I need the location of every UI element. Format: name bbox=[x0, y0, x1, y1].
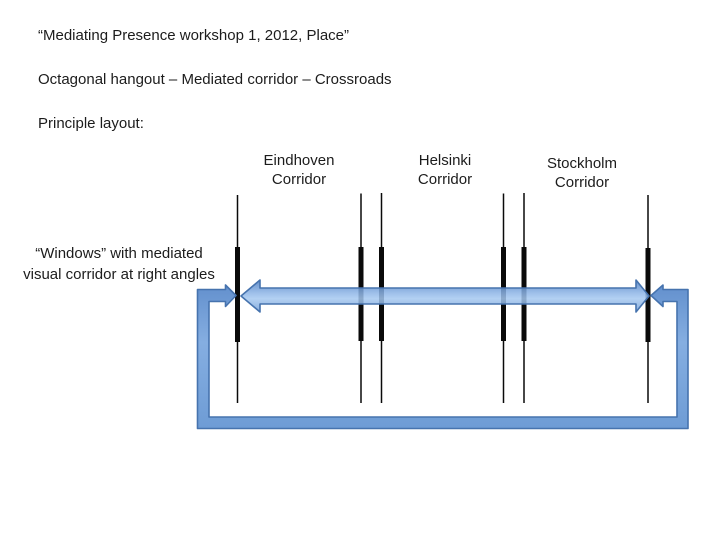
slide-subtitle: Octagonal hangout – Mediated corridor – … bbox=[38, 71, 392, 88]
corridor-return-loop-arrow bbox=[196, 284, 689, 430]
windows-annotation: “Windows” with mediated visual corridor … bbox=[0, 243, 238, 285]
windows-annotation-line2: visual corridor at right angles bbox=[23, 266, 215, 283]
section-heading: Principle layout: bbox=[38, 115, 144, 132]
corridor-name: Helsinki bbox=[418, 152, 472, 169]
workshop-title: “Mediating Presence workshop 1, 2012, Pl… bbox=[38, 27, 350, 44]
corridor-type: Corridor bbox=[554, 174, 610, 191]
corridor-span-arrow bbox=[240, 279, 650, 313]
corridor-label-stockholm: Stockholm Corridor bbox=[512, 154, 652, 192]
corridor-name: Stockholm bbox=[546, 155, 618, 172]
corridor-name: Eindhoven bbox=[263, 152, 335, 169]
corridor-label-eindhoven: Eindhoven Corridor bbox=[229, 151, 369, 189]
windows-annotation-line1: “Windows” with mediated bbox=[35, 245, 203, 262]
corridor-type: Corridor bbox=[417, 171, 473, 188]
corridor-label-helsinki: Helsinki Corridor bbox=[375, 151, 515, 189]
corridor-type: Corridor bbox=[271, 171, 327, 188]
